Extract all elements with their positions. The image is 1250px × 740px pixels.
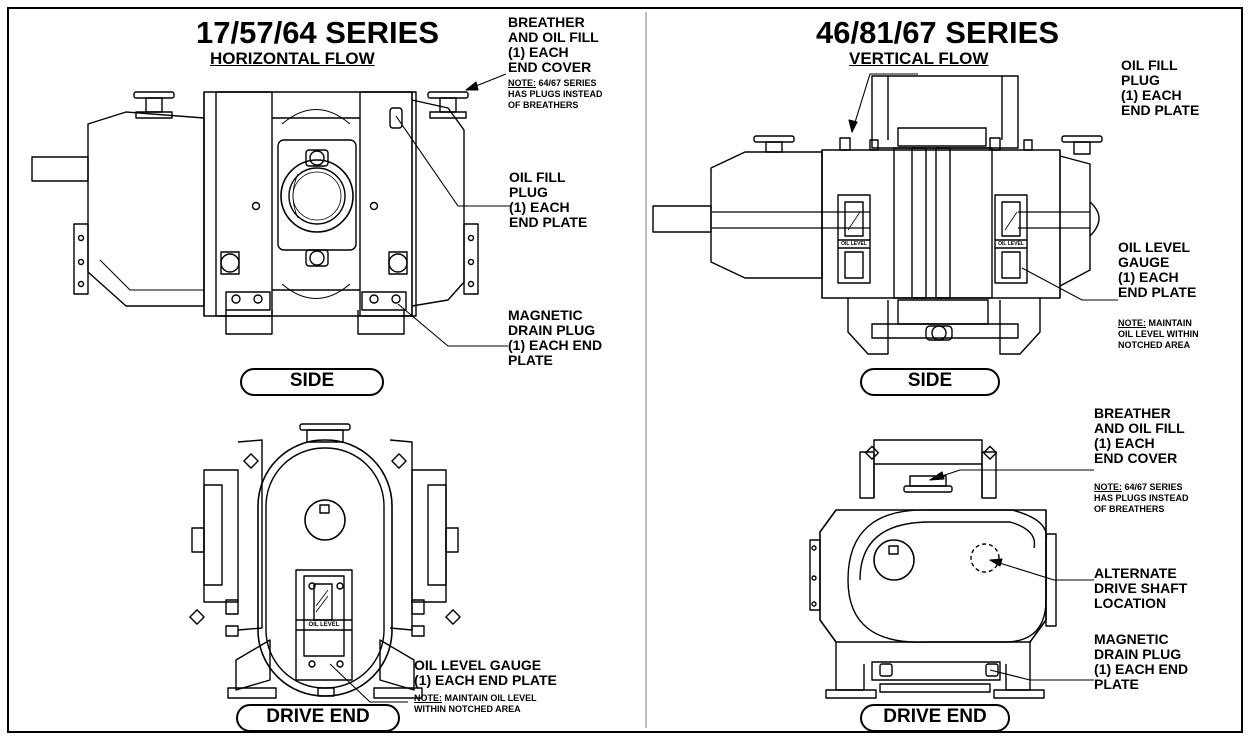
right-drive-end-label: DRIVE END <box>860 704 1010 732</box>
breather-cap <box>427 91 469 119</box>
outlet-flange <box>871 75 1019 149</box>
breather-cap <box>133 91 175 119</box>
right-flow-title: VERTICAL FLOW <box>849 49 989 68</box>
right-alternate-shaft-callout: ALTERNATE DRIVE SHAFT LOCATION <box>1094 565 1188 611</box>
drive-end-cover <box>710 151 823 279</box>
left-flow-title: HORIZONTAL FLOW <box>210 49 375 68</box>
right-magnetic-drain-callout: MAGNETIC DRAIN PLUG (1) EACH END PLATE <box>1094 631 1189 692</box>
left-series-title: 17/57/64 SERIES <box>196 15 439 50</box>
right-side-label: SIDE <box>860 368 1000 396</box>
end-plates-housing <box>203 91 413 317</box>
right-breather-callout: BREATHER AND OIL FILL (1) EACH END COVER <box>1094 405 1185 466</box>
gauge-label: OIL LEVEL <box>841 241 867 247</box>
left-side-label: SIDE <box>240 368 384 396</box>
drive-shaft-end <box>304 499 346 541</box>
right-breather-note: NOTE: 64/67 SERIES HAS PLUGS INSTEAD OF … <box>1094 482 1189 514</box>
oil-level-gauge <box>994 194 1028 284</box>
right-side-view-blower <box>652 75 1103 355</box>
gauge-label: OIL LEVEL <box>308 622 340 628</box>
oil-level-gauge <box>837 194 871 284</box>
left-oil-fill-plug-callout: OIL FILL PLUG (1) EACH END PLATE <box>509 169 588 230</box>
breather-cap <box>753 135 795 143</box>
right-drive-end-view <box>809 439 1057 699</box>
oil-fill-plug <box>389 107 403 129</box>
end-cover-flange <box>73 223 89 295</box>
right-oil-level-gauge-callout: OIL LEVEL GAUGE (1) EACH END PLATE <box>1118 239 1197 300</box>
right-oil-level-note: NOTE: MAINTAIN OIL LEVEL WITHIN NOTCHED … <box>1118 318 1199 350</box>
alternate-shaft-location <box>970 543 1000 573</box>
left-side-view-blower <box>31 91 479 335</box>
right-oil-fill-plug-callout: OIL FILL PLUG (1) EACH END PLATE <box>1121 57 1200 118</box>
top-flange <box>873 439 983 465</box>
drive-end-cover <box>87 111 205 307</box>
left-breather-note: NOTE: 64/67 SERIES HAS PLUGS INSTEAD OF … <box>508 78 603 110</box>
inlet-port <box>280 159 354 233</box>
gauge-label: OIL LEVEL <box>998 241 1024 247</box>
drive-shaft <box>31 156 89 182</box>
breather-cap <box>1061 135 1103 143</box>
drive-shaft-end <box>873 539 915 581</box>
left-magnetic-drain-callout: MAGNETIC DRAIN PLUG (1) EACH END PLATE <box>508 307 603 368</box>
left-breather-callout: BREATHER AND OIL FILL (1) EACH END COVER <box>508 14 599 75</box>
left-oil-level-note: NOTE: MAINTAIN OIL LEVEL WITHIN NOTCHED … <box>414 693 537 714</box>
left-drive-end-label: DRIVE END <box>236 704 400 732</box>
drive-end-housing <box>819 509 1047 643</box>
end-plates-housing <box>821 149 1061 299</box>
oil-fill-plug <box>839 137 851 151</box>
drawing-frame <box>7 7 1243 733</box>
magnetic-drain-plug <box>879 663 893 677</box>
drive-shaft <box>652 205 712 233</box>
left-oil-level-gauge-callout: OIL LEVEL GAUGE (1) EACH END PLATE <box>414 657 557 688</box>
oil-level-gauge <box>295 569 353 681</box>
drive-end-housing <box>257 439 393 697</box>
right-series-title: 46/81/67 SERIES <box>816 15 1059 50</box>
left-drive-end-view <box>189 423 461 699</box>
